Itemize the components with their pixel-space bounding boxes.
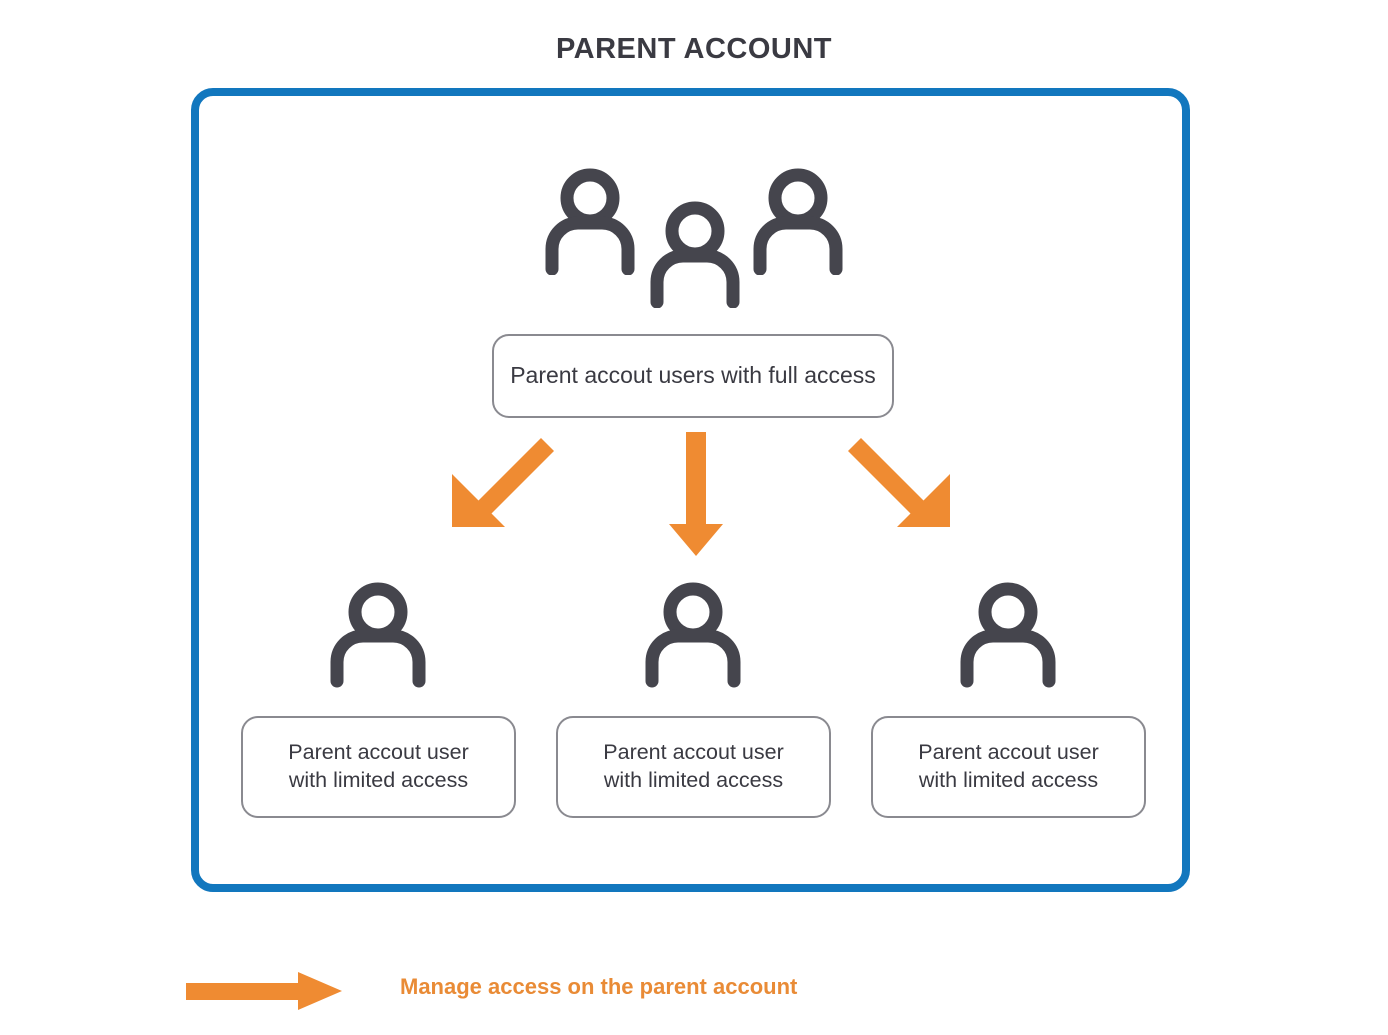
people-group-icon-left	[540, 165, 640, 275]
label-limited-access-2-line1: Parent accout user	[603, 740, 784, 765]
label-limited-access-1: Parent accout user with limited access	[241, 716, 516, 818]
people-group-icon-center	[645, 198, 745, 308]
person-icon-user-1	[327, 580, 430, 688]
arrow-to-user-2	[669, 432, 723, 556]
label-parent-full-access: Parent accout users with full access	[492, 334, 894, 418]
label-limited-access-3-line1: Parent accout user	[918, 740, 1099, 765]
person-icon-user-2	[642, 580, 745, 688]
legend: Manage access on the parent account	[186, 962, 886, 1018]
arrow-to-user-1	[452, 438, 554, 527]
label-limited-access-2-line2: with limited access	[603, 768, 784, 792]
legend-label: Manage access on the parent account	[400, 974, 798, 999]
page-title: PARENT ACCOUNT	[555, 33, 833, 65]
label-limited-access-2: Parent accout user with limited access	[556, 716, 831, 818]
label-limited-access-1-line2: with limited access	[288, 768, 469, 792]
label-limited-access-3-line2: with limited access	[918, 768, 1099, 792]
label-limited-access-3: Parent accout user with limited access	[871, 716, 1146, 818]
arrow-to-user-3	[848, 438, 950, 527]
people-group-icon-right	[748, 165, 848, 275]
person-icon-user-3	[957, 580, 1060, 688]
label-limited-access-1-line1: Parent accout user	[288, 740, 469, 765]
right-arrow-icon	[186, 972, 342, 1010]
